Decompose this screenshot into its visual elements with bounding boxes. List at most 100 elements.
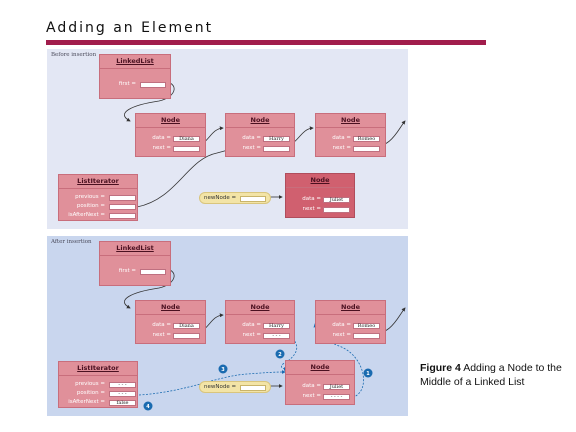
first-pointer xyxy=(124,266,175,309)
next-label: next = xyxy=(302,393,321,399)
next-field xyxy=(323,207,350,213)
data-field: Juliet xyxy=(323,197,350,203)
step-badge-3 xyxy=(218,364,228,374)
box-separator xyxy=(286,187,354,188)
listiterator-title: ListIterator xyxy=(77,364,119,372)
title-rule xyxy=(46,40,486,45)
newnode-label: newNode = xyxy=(204,195,237,201)
data-label: data = xyxy=(152,135,171,141)
next-label: next = xyxy=(302,206,321,212)
listiterator-box: ListIterator previous = - - - position =… xyxy=(58,361,138,408)
data-field: Romeo xyxy=(353,136,380,142)
position-field: - - - xyxy=(109,391,136,397)
node-juliet: Node data = Juliet next = - - - - xyxy=(285,360,355,405)
listiterator-title: ListIterator xyxy=(77,177,119,185)
next-label: next = xyxy=(152,332,171,338)
box-separator xyxy=(59,375,137,376)
node-juliet: Node data = Juliet next = xyxy=(285,173,355,218)
data-label: data = xyxy=(332,322,351,328)
data-field: Harry xyxy=(263,323,290,329)
after-insertion-panel: After insertion 1 2 3 xyxy=(47,236,408,416)
previous-field xyxy=(109,195,136,201)
data-field: Diana xyxy=(173,136,200,142)
linkedlist-box: LinkedList first = xyxy=(99,241,171,286)
data-field: Romeo xyxy=(353,323,380,329)
next-label: next = xyxy=(332,145,351,151)
next-label: next = xyxy=(242,332,261,338)
box-separator xyxy=(100,255,170,256)
node-diana: Node data = Diana next = xyxy=(135,300,206,344)
panel-caption: Before insertion xyxy=(51,52,97,58)
node-title: Node xyxy=(161,303,180,311)
node-title: Node xyxy=(310,176,330,184)
isafternext-label: isAfterNext = xyxy=(68,399,105,405)
node-diana: Node data = Diana next = xyxy=(135,113,206,157)
linkedlist-title: LinkedList xyxy=(116,57,154,65)
newnode-field xyxy=(240,196,266,202)
newnode-variable: newNode = xyxy=(199,192,271,204)
data-label: data = xyxy=(152,322,171,328)
harry-next-to-juliet xyxy=(280,335,298,371)
step-badge-1 xyxy=(363,368,373,378)
data-field: Harry xyxy=(263,136,290,142)
before-insertion-panel: Before insertion LinkedList first = Node… xyxy=(47,49,408,229)
figure-label: Figure 4 xyxy=(420,362,461,374)
iterator-to-juliet xyxy=(138,370,286,396)
next-field: - - - xyxy=(263,333,290,339)
newnode-field xyxy=(240,385,266,391)
data-label: data = xyxy=(302,383,321,389)
next-field xyxy=(353,333,380,339)
pointer-arrows: 1 2 3 4 xyxy=(124,266,406,411)
box-separator xyxy=(316,127,385,128)
previous-label: previous = xyxy=(75,381,105,387)
box-separator xyxy=(59,188,137,189)
panel-caption: After insertion xyxy=(51,239,92,245)
first-label: first = xyxy=(118,81,136,87)
next-field: - - - - xyxy=(323,394,350,400)
step-badge-2 xyxy=(275,349,285,359)
next-field xyxy=(173,333,200,339)
position-field xyxy=(109,204,136,210)
data-label: data = xyxy=(332,135,351,141)
figure-caption: Figure 4 Adding a Node to the Middle of … xyxy=(420,361,570,389)
first-pointer xyxy=(124,79,175,122)
box-separator xyxy=(316,314,385,315)
step-badge-2-text: 2 xyxy=(278,352,282,358)
step-badge-1-text: 1 xyxy=(366,371,370,377)
data-label: data = xyxy=(242,322,261,328)
node-harry: Node data = Harry next = xyxy=(225,113,295,157)
step-badge-4 xyxy=(143,401,153,411)
box-separator xyxy=(136,314,205,315)
next-label: next = xyxy=(152,145,171,151)
linkedlist-title: LinkedList xyxy=(116,244,154,252)
position-label: position = xyxy=(76,203,105,209)
next-label: next = xyxy=(242,145,261,151)
first-field xyxy=(140,269,166,275)
data-label: data = xyxy=(302,196,321,202)
step-badge-3-text: 3 xyxy=(221,367,225,373)
figure-text: Adding a Node to the Middle of a Linked … xyxy=(420,362,562,388)
box-separator xyxy=(226,127,294,128)
isafternext-label: isAfterNext = xyxy=(68,212,105,218)
node-romeo: Node data = Romeo next = xyxy=(315,113,386,157)
previous-field: - - - xyxy=(109,382,136,388)
data-label: data = xyxy=(242,135,261,141)
node-title: Node xyxy=(250,116,270,124)
node-title: Node xyxy=(161,116,180,124)
newnode-label: newNode = xyxy=(204,384,237,390)
listiterator-box: ListIterator previous = position = isAft… xyxy=(58,174,138,221)
node-title: Node xyxy=(341,116,360,124)
next-field xyxy=(263,146,290,152)
step-badges: 1 2 3 4 xyxy=(143,349,373,411)
box-separator xyxy=(136,127,205,128)
position-label: position = xyxy=(76,390,105,396)
node-title: Node xyxy=(250,303,270,311)
box-separator xyxy=(286,374,354,375)
newnode-variable: newNode = xyxy=(199,381,271,393)
box-separator xyxy=(100,68,170,69)
previous-label: previous = xyxy=(75,194,105,200)
next-label: next = xyxy=(332,332,351,338)
first-field xyxy=(140,82,166,88)
step-badge-4-text: 4 xyxy=(146,404,150,410)
next-field xyxy=(353,146,380,152)
